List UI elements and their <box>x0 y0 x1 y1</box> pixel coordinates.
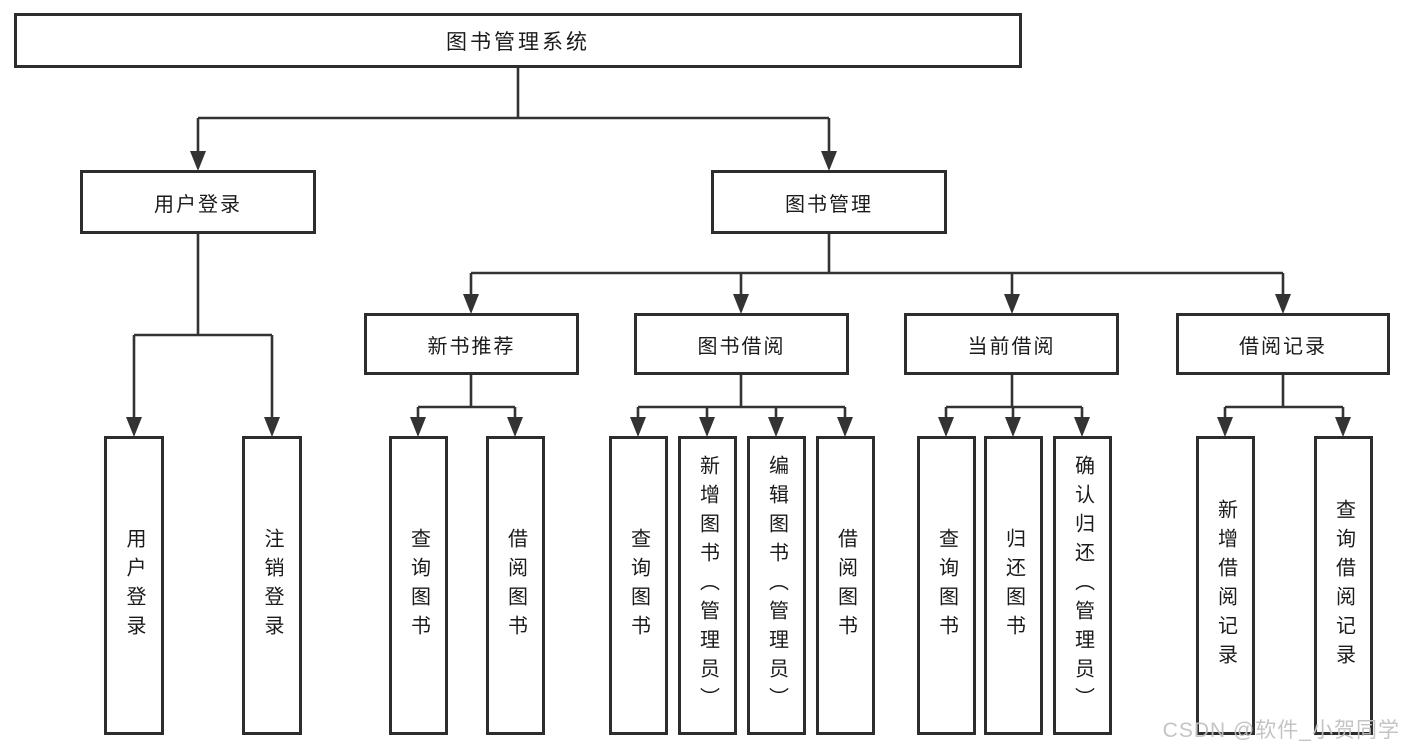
node-current-borrow: 当前借阅 <box>904 313 1119 375</box>
node-root-system: 图书管理系统 <box>14 13 1022 68</box>
leaf-add-borrow-record: 新增借阅记录 <box>1196 436 1255 735</box>
csdn-watermark: CSDN @软件_小贺同学 <box>1162 719 1400 742</box>
node-borrow-record: 借阅记录 <box>1176 313 1390 375</box>
node-user-login: 用户登录 <box>80 170 316 234</box>
leaf-confirm-return-admin: 确认归还（管理员） <box>1053 436 1112 735</box>
arrowheads <box>126 151 1351 437</box>
leaf-borrow-books-recommend: 借阅图书 <box>486 436 545 735</box>
leaf-query-borrow-record: 查询借阅记录 <box>1314 436 1373 735</box>
leaf-edit-book-admin: 编辑图书（管理员） <box>747 436 806 735</box>
leaf-query-books-borrow: 查询图书 <box>609 436 668 735</box>
leaf-query-books-current: 查询图书 <box>917 436 976 735</box>
leaf-add-book-admin: 新增图书（管理员） <box>678 436 737 735</box>
leaf-borrow-book: 借阅图书 <box>816 436 875 735</box>
node-book-management: 图书管理 <box>711 170 947 234</box>
node-new-book-recommend: 新书推荐 <box>364 313 579 375</box>
leaf-return-book: 归还图书 <box>984 436 1043 735</box>
leaf-query-books-recommend: 查询图书 <box>389 436 448 735</box>
leaf-logout-login: 注销登录 <box>242 436 302 735</box>
tree-edges <box>132 68 1345 419</box>
node-book-borrow: 图书借阅 <box>634 313 849 375</box>
leaf-user-login: 用户登录 <box>104 436 164 735</box>
